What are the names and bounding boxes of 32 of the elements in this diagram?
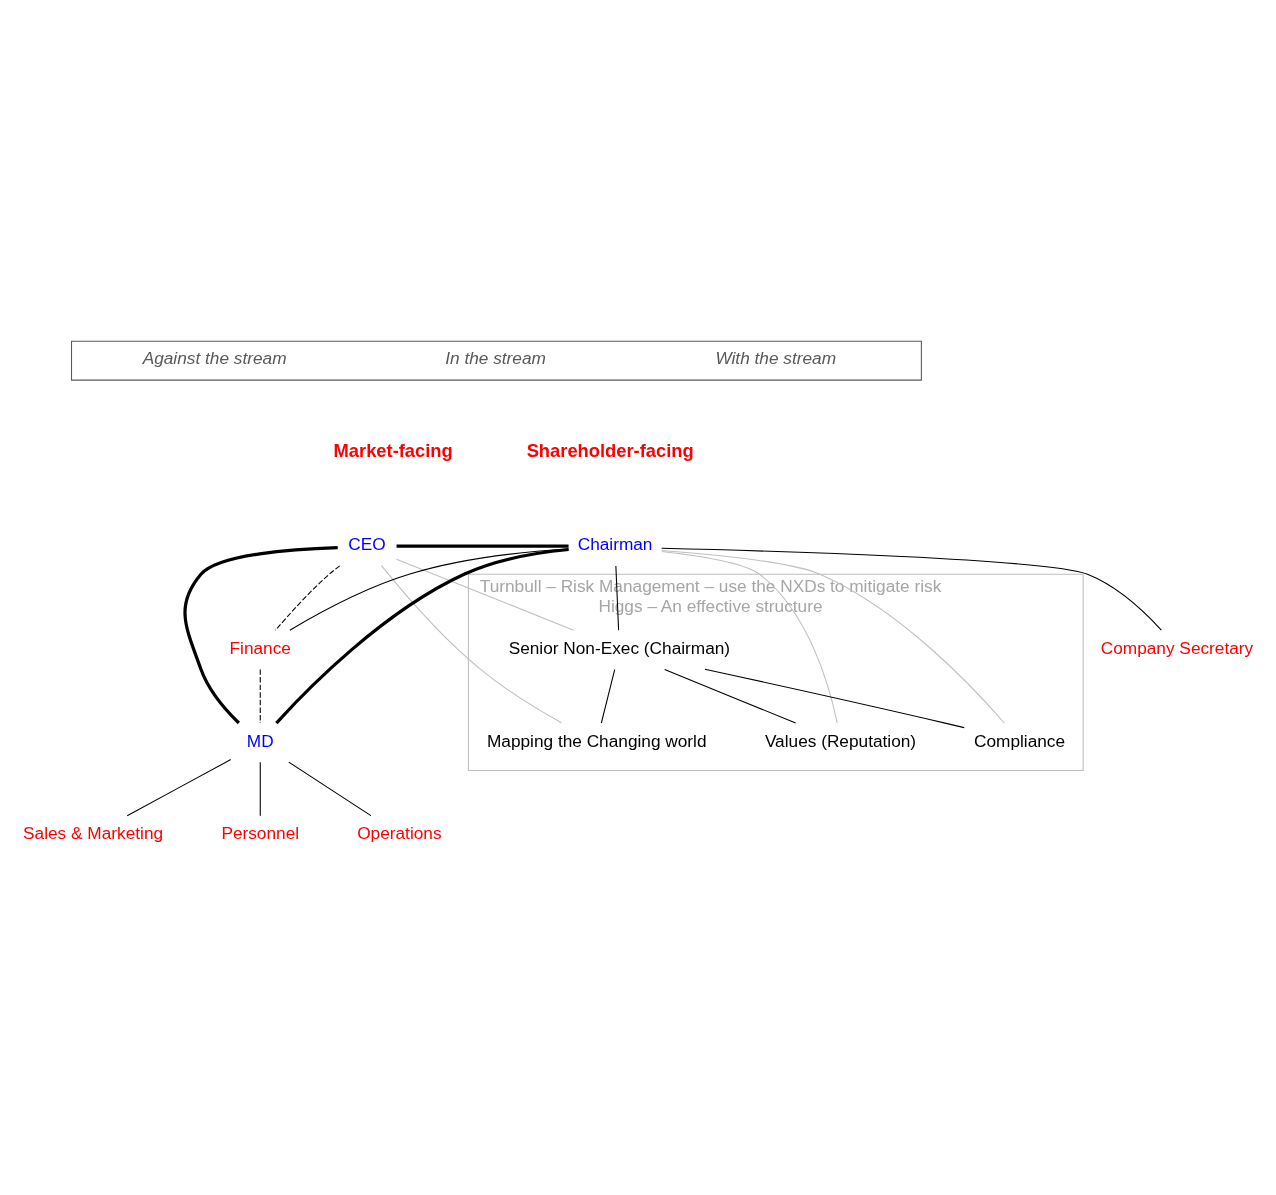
connector bbox=[380, 564, 562, 723]
connector bbox=[661, 549, 1005, 723]
node-text: CEO bbox=[348, 533, 386, 554]
node-text: Values (Reputation) bbox=[764, 730, 917, 751]
node-text: Operations bbox=[357, 822, 442, 843]
node-box: Against the stream In the stream With the stream bbox=[70, 340, 922, 381]
node-text: Personnel bbox=[221, 822, 300, 843]
connector bbox=[600, 668, 616, 724]
connector bbox=[661, 550, 838, 723]
connector bbox=[396, 544, 569, 548]
node-text: Mapping the Changing world bbox=[486, 730, 707, 751]
connector bbox=[126, 758, 232, 816]
connector bbox=[664, 668, 797, 724]
connector bbox=[259, 668, 261, 724]
connector bbox=[704, 668, 965, 728]
connector bbox=[395, 558, 575, 631]
node-text: Compliance bbox=[973, 730, 1066, 751]
node-text: MD bbox=[246, 730, 274, 751]
node-text: Finance bbox=[229, 637, 291, 658]
connector bbox=[274, 564, 341, 631]
connector bbox=[259, 761, 261, 816]
node-text: Sales & Marketing bbox=[23, 822, 164, 843]
connector bbox=[661, 547, 1162, 631]
connector bbox=[288, 761, 372, 816]
connector bbox=[615, 564, 620, 631]
label: Market-facing bbox=[333, 439, 453, 461]
node-text: Company Secretary bbox=[1100, 637, 1254, 658]
connector bbox=[275, 547, 569, 724]
label: Shareholder-facing bbox=[526, 439, 694, 461]
node-text: Chairman bbox=[577, 533, 653, 554]
connector bbox=[183, 545, 338, 724]
node-text: Senior Non-Exec (Chairman) bbox=[508, 637, 731, 658]
